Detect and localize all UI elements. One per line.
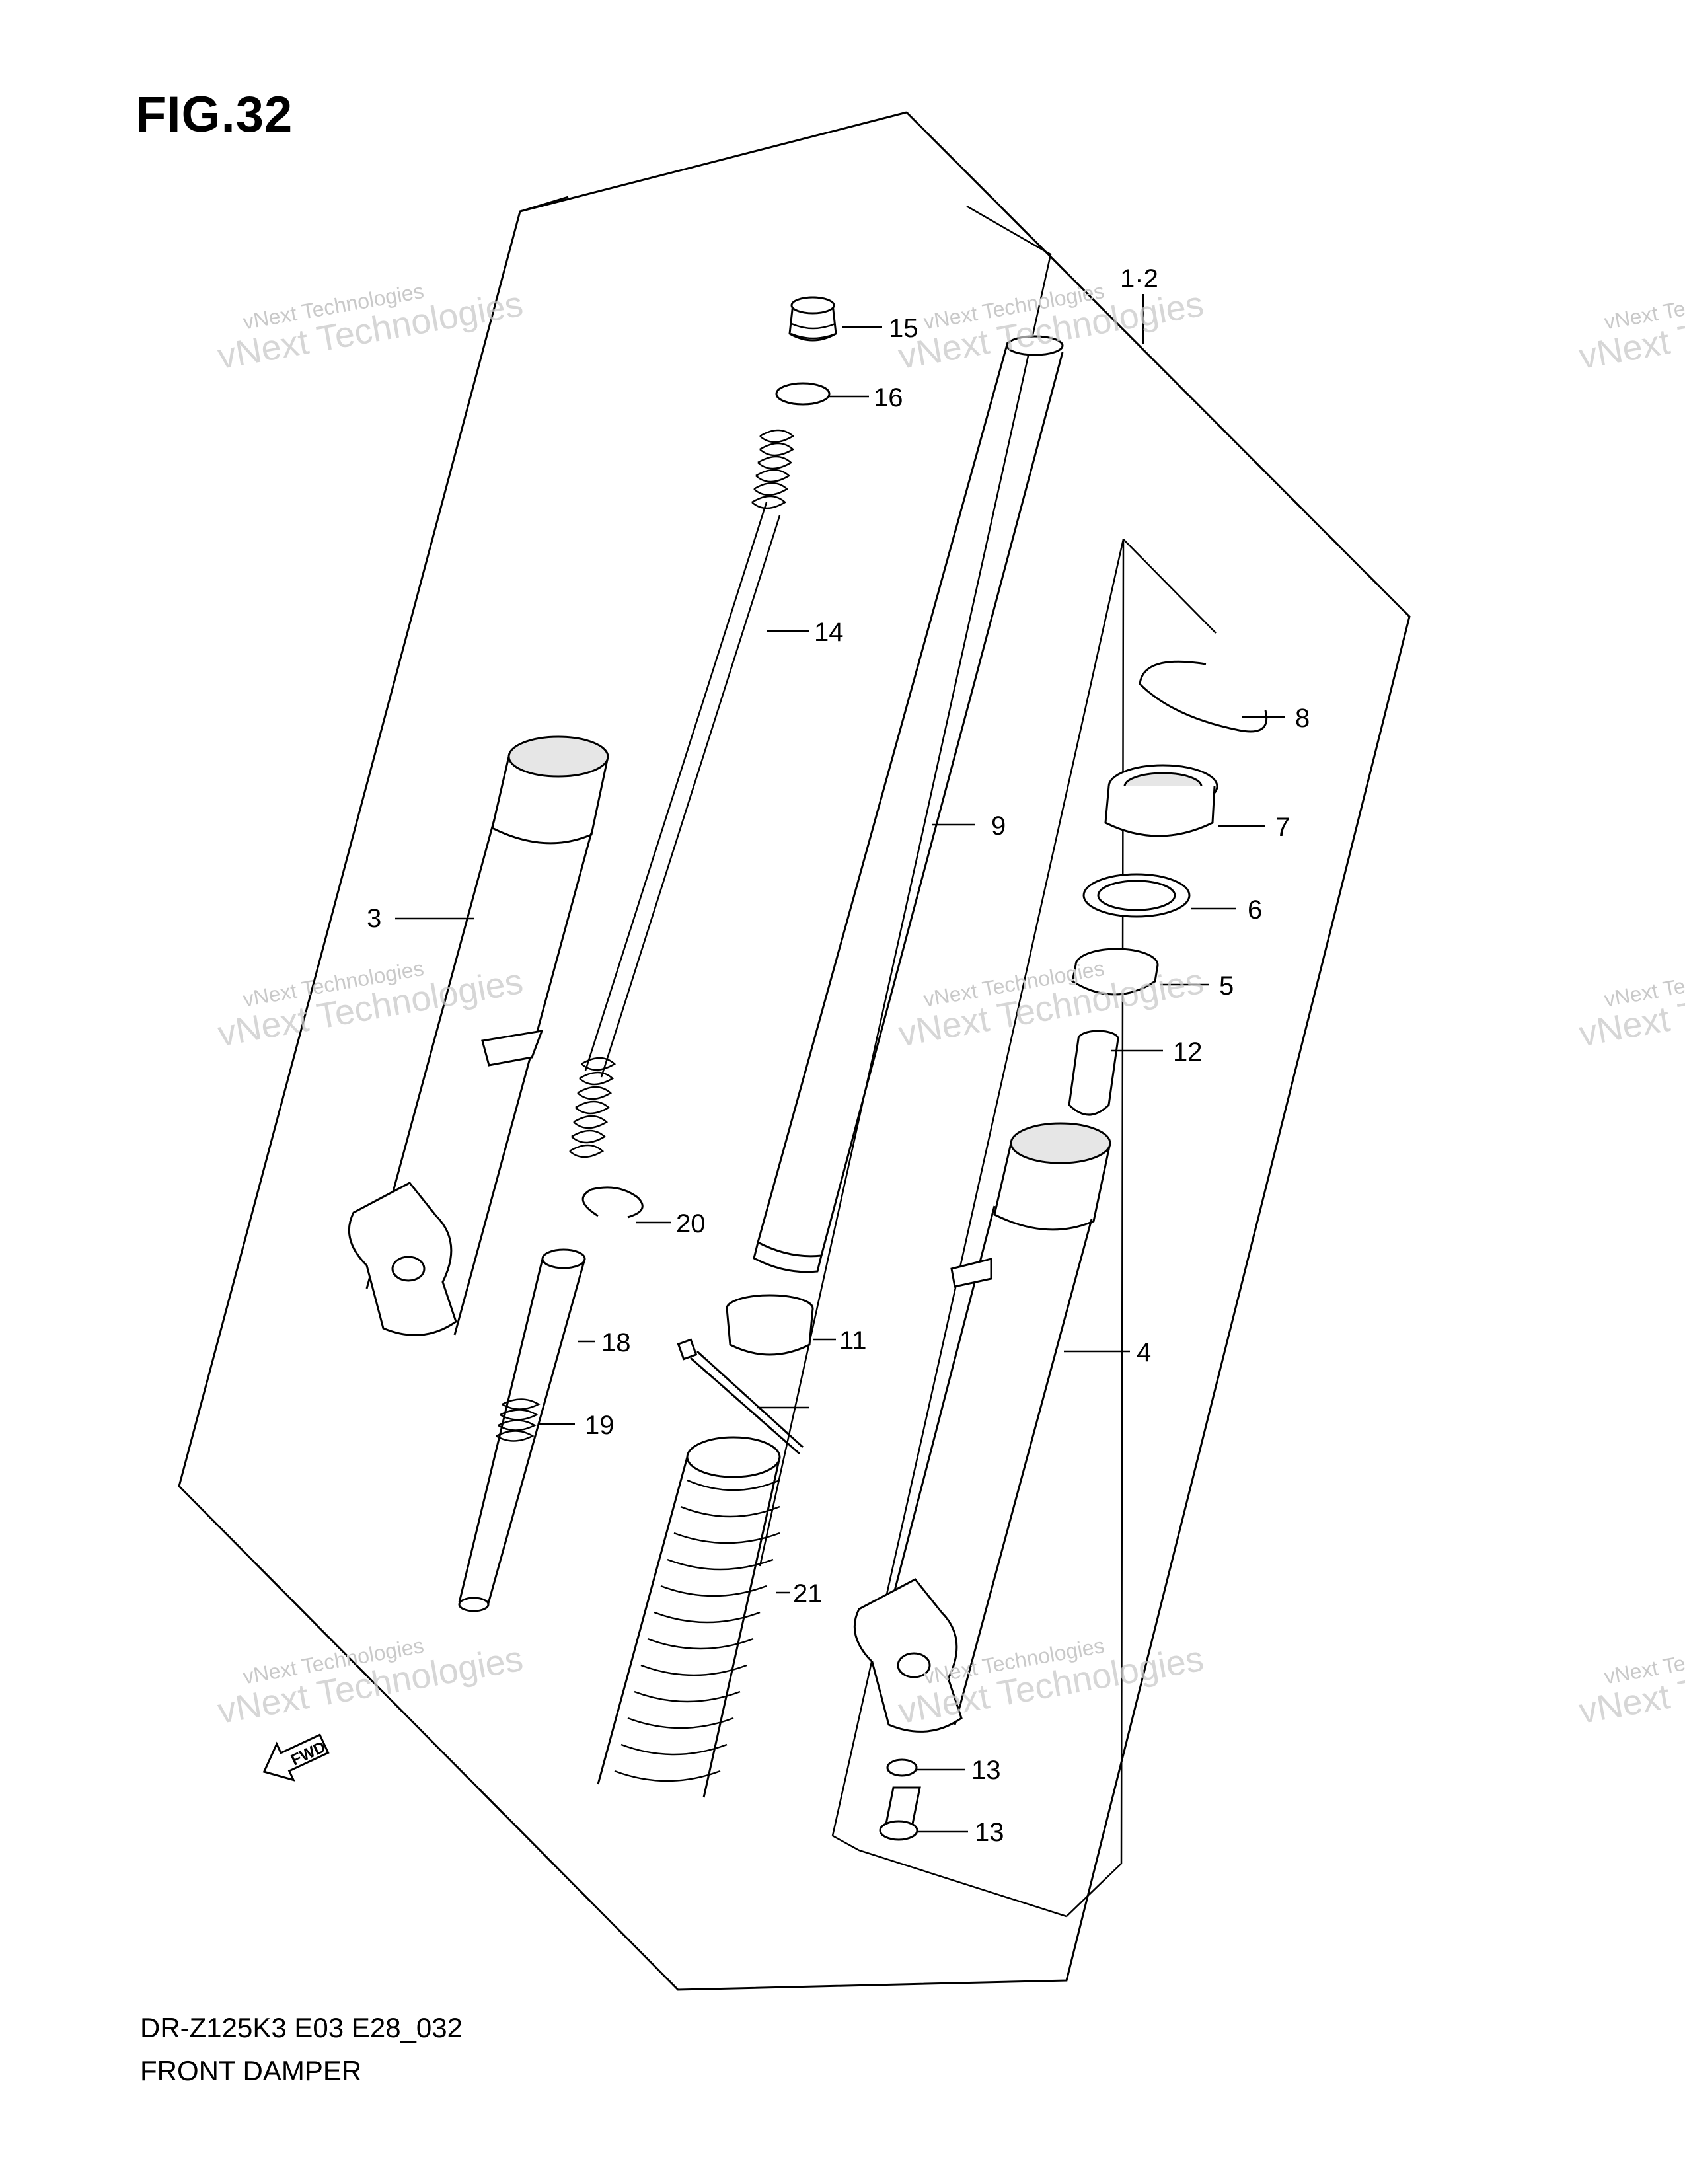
callout-3: 3: [367, 904, 381, 933]
figure-title: FIG.32: [135, 87, 293, 143]
callout-10: 11: [839, 1326, 867, 1355]
part-20-boot: [597, 1436, 781, 1798]
callout-8: 8: [1295, 704, 1310, 733]
part-8-clip: [1139, 660, 1267, 733]
fwd-arrow-icon: FWD: [262, 1733, 330, 1782]
part-18-rebound-spring: [496, 1398, 541, 1442]
part-6-washer: [1082, 873, 1191, 918]
callout-6: 6: [1248, 895, 1262, 924]
part-5-guide-bushing: [1071, 948, 1159, 996]
callout-4: 4: [1137, 1338, 1151, 1367]
part-21-cable-tie: [677, 1338, 804, 1455]
part-15-cap-bolt: [788, 296, 837, 342]
leader-lines: [395, 294, 1285, 1833]
callout-numbers: 1·2 15 16 14 9 3 8 7 6 5 12 4 20 11 18 1…: [367, 264, 1310, 1847]
callout-9: 9: [991, 811, 1006, 841]
part-3-outer-tube-left: [348, 735, 609, 1336]
assembly-frame: [178, 111, 1411, 1991]
callout-19: 20: [676, 1209, 706, 1238]
part-10-bushing: [726, 1294, 814, 1356]
callout-14: 14: [814, 618, 844, 647]
part-17-rod: [458, 1248, 586, 1612]
callout-7: 7: [1275, 813, 1290, 842]
part-11-oil-lock: [1068, 1030, 1119, 1116]
diagram-name: FRONT DAMPER: [140, 2055, 362, 2086]
part-19-circlip: [581, 1186, 644, 1219]
callout-12: 13: [971, 1756, 1001, 1785]
callout-16: 16: [874, 383, 903, 412]
callout-13: 13: [975, 1818, 1004, 1847]
part-13-bolt: [879, 1786, 921, 1841]
part-7-oil-seal: [1104, 764, 1218, 837]
callout-1-2: 1·2: [1120, 264, 1158, 293]
model-code: DR-Z125K3 E03 E28_032: [140, 2012, 463, 2043]
callout-5: 5: [1219, 971, 1234, 1000]
callout-18: 19: [585, 1411, 615, 1440]
part-4-outer-tube-right: [853, 1122, 1111, 1733]
part-9-inner-tube: [753, 335, 1064, 1273]
callout-17: 18: [601, 1328, 631, 1357]
callout-11: 12: [1173, 1037, 1203, 1067]
part-12-gasket: [886, 1758, 918, 1777]
callout-15: 15: [889, 314, 918, 343]
callout-20: 21: [793, 1579, 823, 1608]
part-16-o-ring: [775, 382, 831, 406]
part-14-spring: [569, 429, 795, 1158]
